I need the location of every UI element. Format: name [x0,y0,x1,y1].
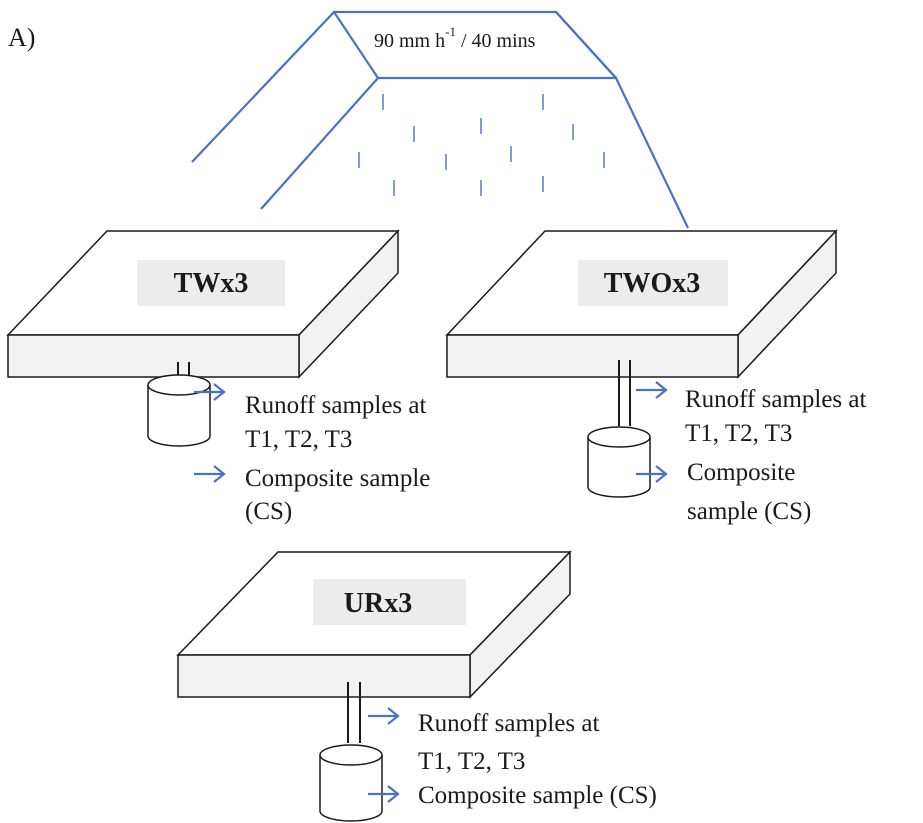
runoff-arrow [194,383,226,401]
composite-sample-label-cont: sample (CS) [687,498,811,525]
rain-drops [358,94,605,196]
runoff-samples-label: Runoff samples at [418,710,600,737]
sampling-times-label: T1, T2, T3 [245,426,352,453]
collection-container-rim [587,426,651,448]
collection-container [147,385,211,447]
plot-two: TWOx3 Runoff samples at T1, T2, T3 Compo… [445,229,867,525]
collection-container [587,437,651,498]
collection-container-rim [147,374,211,396]
plot-label-background [578,260,728,306]
composite-sample-label: Composite sample (CS) [418,782,657,809]
simulator-frame-left-edge [333,11,379,79]
simulator-frame-front [260,76,689,229]
collection-container [319,755,383,822]
runoff-arrow [636,381,668,399]
composite-sample-label: Composite [687,459,795,486]
composite-sample-label-cont: (CS) [245,498,292,525]
runoff-samples-label: Runoff samples at [685,386,867,413]
collection-container-rim [319,744,383,766]
plot-box-front [177,654,471,698]
runoff-arrow [368,707,400,725]
composite-sample-label: Composite sample [245,465,430,492]
plot-ur: URx3 Runoff samples at T1, T2, T3 Compos… [176,550,657,822]
plot-box-front [446,334,739,378]
composite-arrow [368,785,400,803]
runoff-samples-label: Runoff samples at [245,392,427,419]
composite-arrow [194,465,226,483]
panel-label: A) [8,23,35,52]
rainfall-intensity-label: 90 mm h-1 / 40 mins [374,24,536,52]
simulator-frame-right-edge [555,11,617,79]
plot-label: URx3 [344,588,412,619]
sampling-times-label: T1, T2, T3 [418,748,525,775]
plot-tw: TWx3 Runoff samples at T1, T2, T3 Compos… [6,229,430,525]
plot-box-front [7,334,300,378]
rainfall-simulator: 90 mm h-1 / 40 mins [191,10,689,229]
plot-label: TWOx3 [604,268,700,299]
plot-label: TWx3 [174,268,249,299]
plot-label-background [313,579,466,625]
sampling-times-label: T1, T2, T3 [685,420,792,447]
plot-label-background [137,260,285,306]
composite-arrow [636,465,668,483]
